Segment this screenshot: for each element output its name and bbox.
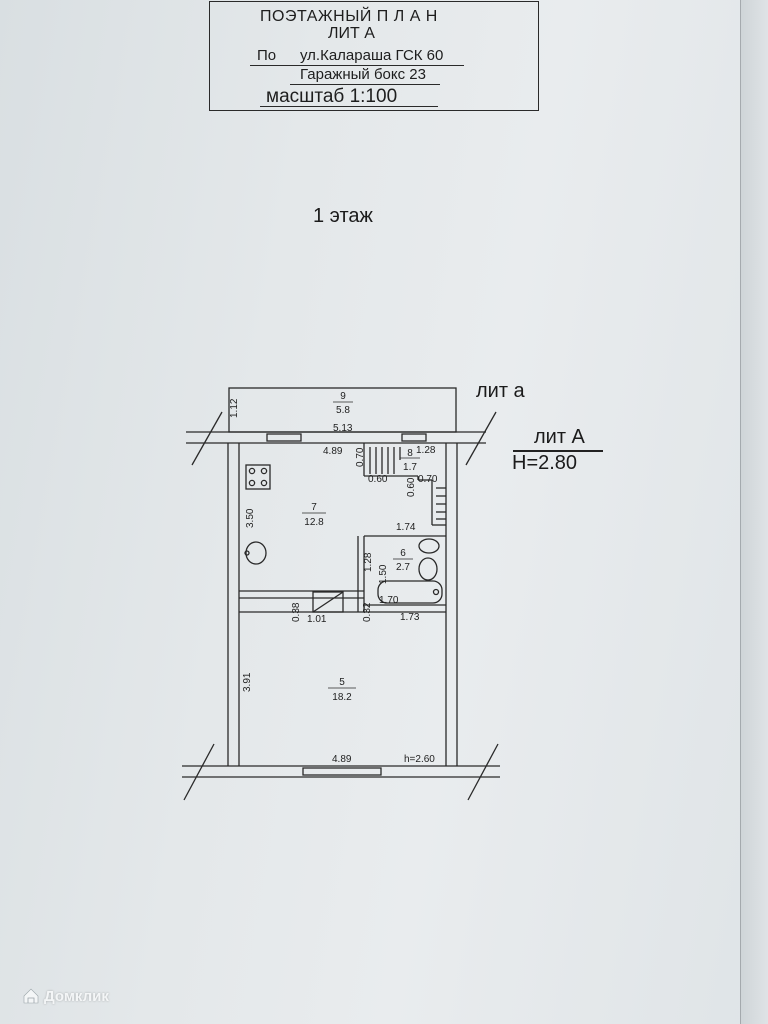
door-swing (312, 591, 344, 613)
dimension-label: h=2.60 (404, 754, 435, 765)
dimension-label: 4.89 (323, 446, 343, 457)
toilet-fixture (418, 557, 438, 581)
room-number: 6 (400, 548, 406, 559)
address-underline (250, 65, 464, 66)
break-mark-tr (465, 411, 497, 466)
room-area: 5.8 (336, 405, 350, 416)
washbasin-fixture (418, 538, 440, 554)
room-area: 18.2 (332, 692, 352, 703)
dimension-label: 0.70 (418, 474, 438, 485)
title-block: ПОЭТАЖНЫЙ П Л А Н ЛИТ А По ул.Калараша Г… (209, 1, 539, 111)
dimension-label: 1.70 (379, 595, 399, 606)
garage-underline (290, 84, 440, 85)
room-number: 9 (340, 391, 346, 402)
address-prefix: По (257, 47, 277, 64)
floor-label: 1 этаж (313, 205, 373, 227)
dimension-label: 4.89 (332, 754, 352, 765)
garage-text: Гаражный бокс 23 (300, 66, 426, 83)
scale-underline (260, 106, 438, 107)
stove-fixture (245, 464, 271, 490)
dimension-label: 3.50 (245, 508, 256, 528)
break-mark-tl (191, 411, 223, 466)
room-number: 5 (339, 677, 345, 688)
room-area: 1.7 (403, 462, 417, 473)
dimension-label: 0.60 (368, 474, 388, 485)
room-area: 12.8 (304, 517, 324, 528)
lit-a-underline (513, 450, 603, 452)
room-area: 2.7 (396, 562, 410, 573)
address-text: ул.Калараша ГСК 60 (300, 47, 444, 64)
dimension-label: 0.32 (362, 602, 373, 622)
dimension-label: 0.70 (355, 447, 366, 467)
dimension-label: 1.28 (416, 445, 436, 456)
dimension-label: 1.50 (378, 564, 389, 584)
dimension-label: 0.38 (291, 602, 302, 622)
window-top-left (266, 433, 302, 442)
room-number: 7 (311, 502, 317, 513)
lit-a-big-label: лит А (534, 426, 585, 448)
building-height-label: H=2.80 (512, 452, 578, 474)
break-mark-bl (183, 743, 215, 801)
dimension-label: 1.01 (307, 614, 327, 625)
sink-fixture (245, 541, 267, 565)
bathtub-fixture (377, 580, 443, 604)
scale-text: масштаб 1:100 (266, 86, 398, 107)
dimension-label: 3.91 (242, 672, 253, 692)
dimension-label: 1.12 (229, 398, 240, 418)
break-mark-br (467, 743, 499, 801)
dimension-label: 5.13 (333, 423, 353, 434)
dimension-label: 1.73 (400, 612, 420, 623)
dimension-label: 1.74 (396, 522, 416, 533)
page-shadow (741, 0, 768, 1024)
window-top-right (401, 433, 427, 442)
watermark-text: Домклик (44, 987, 109, 1005)
page-edge (740, 0, 741, 1024)
watermark: Домклик (22, 987, 109, 1005)
window-bottom (302, 767, 382, 776)
dimension-label: 1.28 (363, 552, 374, 572)
dimension-label: 0.60 (406, 477, 417, 497)
room-number: 8 (407, 448, 413, 459)
house-logo-icon (23, 988, 39, 1004)
title-line1: ПОЭТАЖНЫЙ П Л А Н (260, 8, 438, 25)
lit-a-small-label: лит а (476, 380, 525, 402)
title-line2: ЛИТ А (328, 25, 375, 42)
